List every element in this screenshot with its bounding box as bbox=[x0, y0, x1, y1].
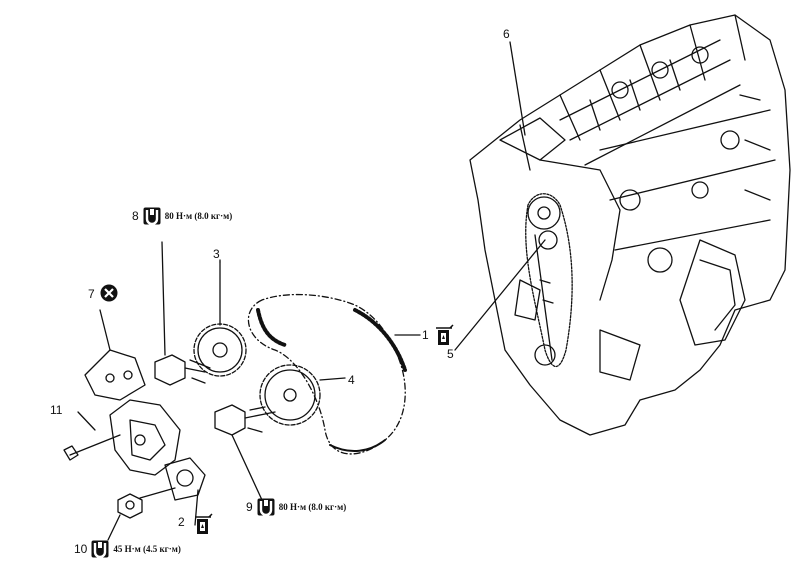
torque-spec-8: 80 Н·м (8.0 кг·м) bbox=[164, 211, 233, 221]
bolt-11 bbox=[63, 434, 121, 461]
leader-2 bbox=[194, 489, 199, 526]
torque-callout-9: 9 80 Н·м (8.0 кг·м) bbox=[246, 498, 346, 516]
callout-11: 11 bbox=[50, 403, 63, 417]
callout-3: 3 bbox=[213, 247, 220, 261]
leader-5 bbox=[454, 239, 546, 351]
callout-6: 6 bbox=[503, 27, 510, 41]
callout-10: 10 bbox=[74, 542, 88, 556]
torque-wrench-icon bbox=[143, 207, 161, 225]
callout-5: 5 bbox=[447, 347, 454, 361]
callout-2: 2 bbox=[178, 515, 185, 529]
camshaft-pins bbox=[189, 359, 211, 384]
gasket bbox=[84, 309, 146, 401]
torque-callout-8: 8 80 Н·м (8.0 кг·м) bbox=[132, 207, 232, 225]
engine-oil-icon bbox=[434, 324, 454, 346]
camshaft-sprocket bbox=[193, 261, 247, 377]
callout-4: 4 bbox=[348, 373, 355, 387]
bolt-8 bbox=[154, 241, 206, 386]
callout-7: 7 bbox=[88, 287, 95, 301]
do-not-reuse-icon bbox=[100, 284, 118, 302]
crankshaft-sprocket bbox=[247, 364, 346, 433]
torque-callout-10: 10 45 Н·м (4.5 кг·м) bbox=[74, 540, 181, 558]
engine-block bbox=[469, 14, 791, 436]
torque-wrench-icon bbox=[257, 498, 275, 516]
nut-10 bbox=[107, 487, 176, 541]
leader-11 bbox=[77, 411, 96, 431]
chain-tensioner bbox=[109, 399, 206, 501]
bolt-9 bbox=[214, 404, 276, 501]
torque-wrench-icon bbox=[91, 540, 109, 558]
timing-chain bbox=[247, 293, 407, 455]
engine-oil-icon bbox=[193, 513, 213, 535]
torque-spec-9: 80 Н·м (8.0 кг·м) bbox=[278, 502, 347, 512]
callout-9: 9 bbox=[246, 500, 253, 514]
callout-1: 1 bbox=[422, 328, 429, 342]
callout-8: 8 bbox=[132, 209, 139, 223]
torque-spec-10: 45 Н·м (4.5 кг·м) bbox=[113, 544, 181, 554]
leader-6 bbox=[509, 41, 526, 136]
